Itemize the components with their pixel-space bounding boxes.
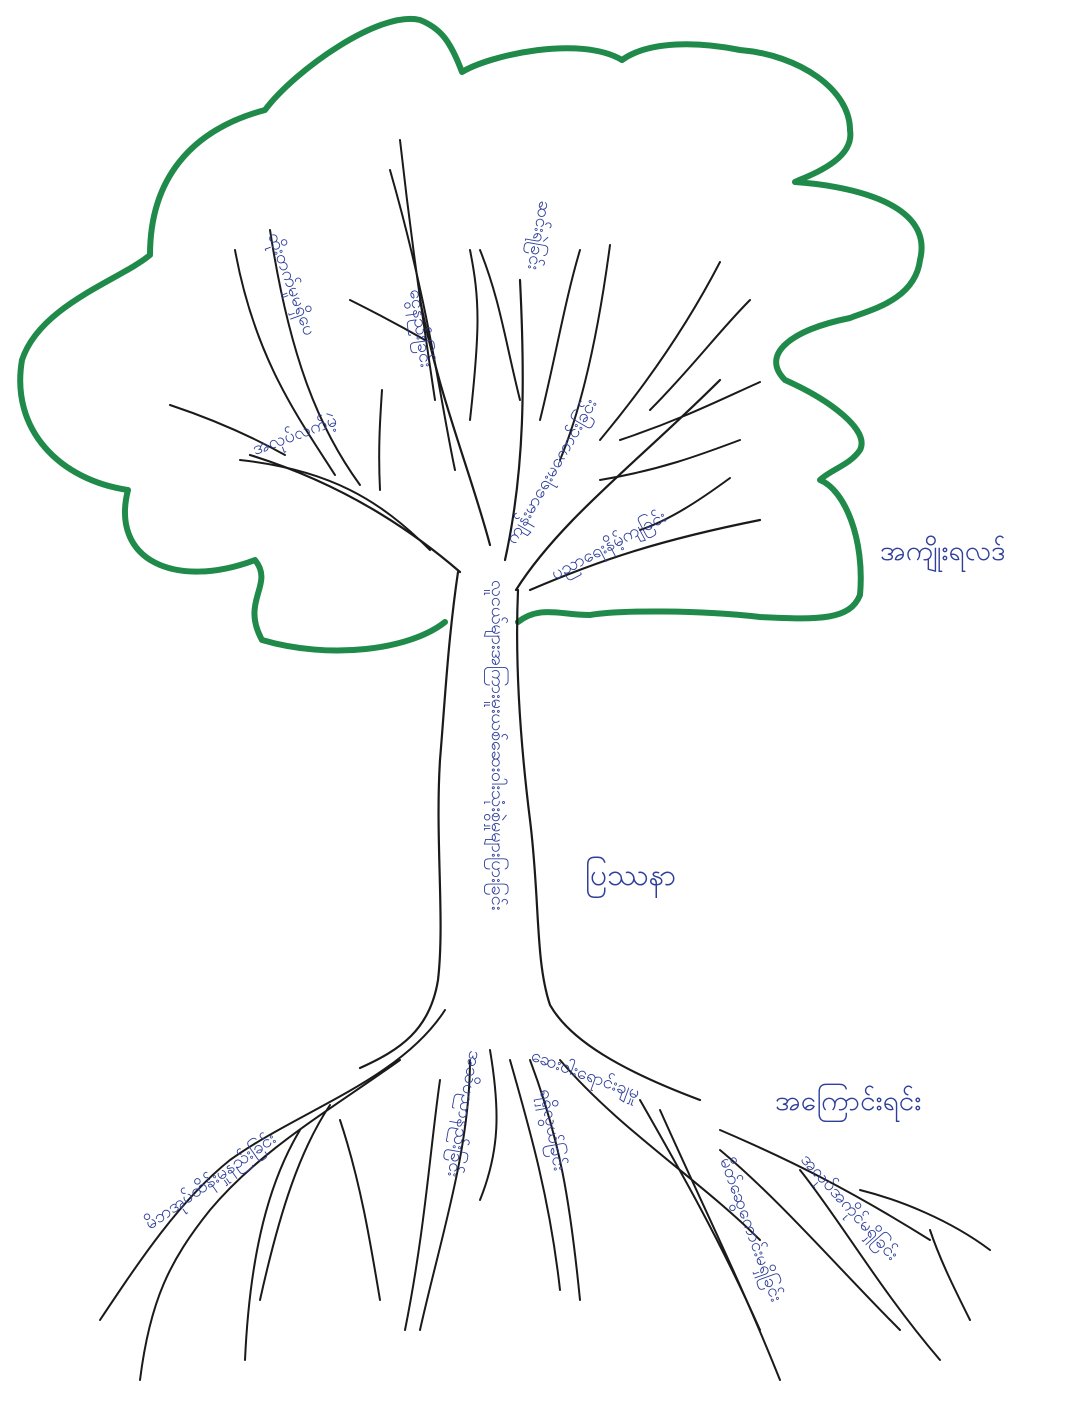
root-text: မိဘအုပ်ထိန်းမှုနည်းခြင်း: [140, 1127, 281, 1236]
roots-cause-label: အကြောင်းရင်း: [775, 1082, 921, 1123]
canopy-outline: [20, 19, 921, 651]
branch-text: ငွေနည်းခြင်း: [402, 288, 438, 369]
branch-text: အလုပ်လက်မဲ့: [250, 410, 341, 463]
root-text: အသိပညာနည်းခြင်း: [440, 1049, 487, 1179]
trunk-text: လူငယ်များအကြားမူးယစ်ဆေးဝါးသုံးစွဲမှုများ…: [484, 580, 509, 910]
canopy-effect-label: အကျိုးရလဒ်: [880, 533, 1006, 573]
root-text: အလုပ်အကိုင်မရှိခြင်း: [794, 1149, 904, 1267]
branch-text: တိုးတက်မှုမရှိပေ: [260, 230, 320, 340]
tree-branches: [170, 140, 760, 550]
branch-text: ကျန်းမာရေးမကောင်းခြင်း: [500, 394, 604, 549]
trunk-problem-label: ပြဿနာ: [585, 856, 676, 899]
branch-text: ဆင်းရဲခြင်း: [520, 199, 557, 272]
